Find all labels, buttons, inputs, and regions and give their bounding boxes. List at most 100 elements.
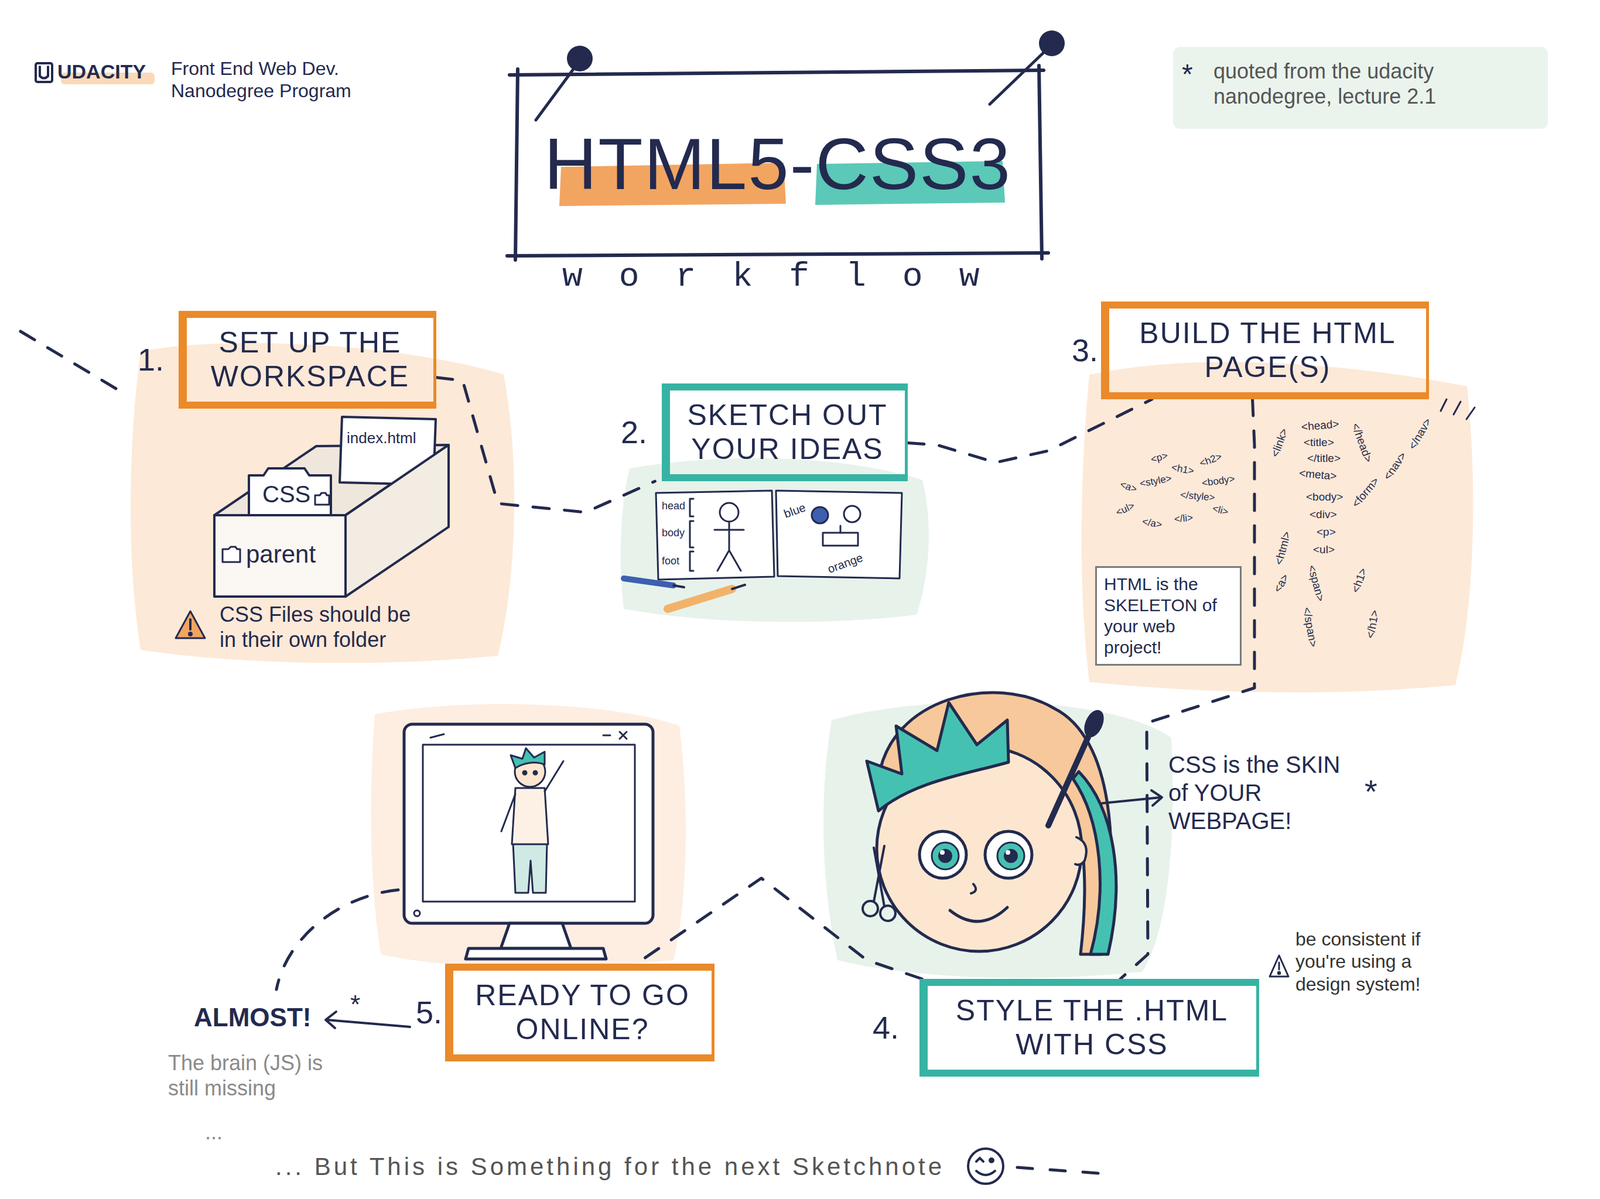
step-bracket: BUILD THE HTML PAGE(S) bbox=[1101, 301, 1429, 400]
stylist-head bbox=[866, 692, 1117, 955]
label-slot: </a> bbox=[1140, 515, 1163, 532]
smiley-face bbox=[968, 1149, 1004, 1185]
dashed-trail bbox=[276, 890, 399, 990]
wireframe-label: head bbox=[661, 500, 686, 514]
tip-note: be consistent if you're using a design s… bbox=[1295, 928, 1472, 996]
label-slot: <link> bbox=[1268, 426, 1292, 460]
skeleton-tag: <a> bbox=[1270, 572, 1292, 596]
color-note: orange bbox=[825, 550, 866, 577]
pin bbox=[1038, 30, 1065, 57]
label-slot: blue bbox=[781, 500, 808, 521]
workspace-box bbox=[315, 493, 330, 505]
step-number: 3. bbox=[1071, 333, 1102, 368]
label-slot: </nav> bbox=[1406, 416, 1435, 453]
pin bbox=[535, 64, 577, 121]
label-slot: </li> bbox=[1173, 512, 1194, 526]
asterisk: * bbox=[1364, 771, 1378, 812]
wireframe-card bbox=[839, 525, 842, 533]
stylist-head bbox=[971, 884, 976, 894]
label-slot: * bbox=[350, 989, 361, 1021]
step-heading: STYLE THE .HTML WITH CSS bbox=[938, 994, 1246, 1062]
step-heading: READY TO GO ONLINE? bbox=[463, 979, 702, 1047]
label-slot: foot bbox=[661, 555, 680, 569]
aside-note: The brain (JS) is still missing bbox=[168, 1050, 327, 1102]
label-slot: <html> bbox=[1272, 530, 1295, 567]
skeleton-tag: <html> bbox=[1272, 530, 1295, 567]
program-name: Front End Web Dev. Nanodegree Program bbox=[171, 57, 394, 103]
note-box: HTML is the SKELETON of your web project… bbox=[1095, 566, 1242, 666]
workspace-box bbox=[222, 546, 241, 563]
wireframe-label: foot bbox=[661, 555, 680, 569]
workspace-box bbox=[214, 416, 449, 597]
pencil bbox=[673, 585, 685, 588]
skeleton-tag: <title> bbox=[1303, 436, 1335, 450]
almost-arrow bbox=[325, 1012, 337, 1029]
step-heading: BUILD THE HTML PAGE(S) bbox=[1119, 316, 1416, 385]
label-slot: ... bbox=[204, 1119, 223, 1145]
label-slot: <style> bbox=[1139, 472, 1174, 491]
pencil bbox=[623, 578, 674, 586]
label-slot: <h1> bbox=[1170, 462, 1196, 478]
tip-icon bbox=[1269, 955, 1289, 977]
title-slot: HTML5-CSS3 bbox=[517, 73, 1038, 254]
title-frame bbox=[1038, 65, 1042, 259]
callout-note: ALMOST! bbox=[193, 1002, 311, 1034]
html-tag: <body> bbox=[1201, 473, 1236, 490]
pencil bbox=[623, 578, 745, 610]
scissors bbox=[880, 906, 896, 922]
step-heading: SKETCH OUT YOUR IDEAS bbox=[680, 398, 895, 467]
label-slot: <span> bbox=[1304, 563, 1327, 604]
color-wash bbox=[620, 458, 929, 623]
color-note: blue bbox=[781, 500, 808, 521]
screen-figure bbox=[510, 748, 545, 769]
tip-icon bbox=[1269, 955, 1289, 977]
html-tag: <style> bbox=[1139, 472, 1174, 491]
label-slot: <body> bbox=[1306, 490, 1343, 505]
skeleton-tag: <body> bbox=[1306, 490, 1343, 505]
label-slot: be consistent if you're using a design s… bbox=[1295, 928, 1472, 996]
title-text: HTML5-CSS3 bbox=[544, 127, 1012, 201]
asterisk: * bbox=[350, 989, 361, 1021]
monitor bbox=[500, 923, 572, 949]
label-slot: parent bbox=[245, 539, 316, 570]
asterisk: * bbox=[1181, 57, 1193, 92]
color-wash bbox=[60, 46, 1548, 979]
label-slot: Front End Web Dev. Nanodegree Program bbox=[171, 57, 394, 103]
screen-figure bbox=[511, 788, 549, 845]
monitor bbox=[430, 734, 444, 738]
wireframe-card bbox=[714, 521, 744, 572]
title-frame bbox=[507, 65, 1049, 261]
stylist-head bbox=[985, 831, 1032, 879]
html-tag: <p> bbox=[1149, 450, 1170, 467]
step-bracket: SET UP THE WORKSPACE bbox=[178, 310, 437, 409]
pin bbox=[989, 48, 1049, 105]
source-note: quoted from the udacity nanodegree, lect… bbox=[1213, 58, 1542, 109]
folder-name: parent bbox=[245, 539, 316, 570]
wireframe-card bbox=[775, 490, 902, 579]
file-name: index.html bbox=[346, 429, 417, 448]
stylist-head bbox=[1048, 732, 1091, 826]
step-bracket: READY TO GO ONLINE? bbox=[445, 963, 715, 1062]
label-slot: quoted from the udacity nanodegree, lect… bbox=[1213, 58, 1542, 109]
label-slot: <p> bbox=[1316, 525, 1336, 540]
brand-name: UDACITY bbox=[57, 59, 146, 84]
label-slot: </title> bbox=[1307, 452, 1341, 466]
dashed-connector bbox=[1120, 399, 1255, 980]
label-slot: index.html bbox=[346, 429, 417, 448]
label-slot: <p> bbox=[1149, 450, 1170, 467]
label-slot: <form> bbox=[1349, 474, 1383, 511]
wireframe-card bbox=[843, 506, 861, 523]
label-slot: <body> bbox=[1201, 473, 1236, 490]
almost-arrow bbox=[326, 1020, 410, 1028]
stylist-head bbox=[1005, 850, 1011, 856]
monitor bbox=[404, 724, 654, 924]
stylist-head bbox=[1072, 771, 1117, 955]
color-wash bbox=[1081, 361, 1474, 693]
label-slot: </style> bbox=[1179, 489, 1216, 505]
screen-figure bbox=[522, 771, 527, 775]
subtitle: workflow bbox=[562, 256, 1016, 298]
stylist-head bbox=[931, 842, 959, 870]
skeleton-tag: </title> bbox=[1307, 452, 1341, 466]
skeleton-tag: <p> bbox=[1316, 525, 1336, 540]
label-slot: * bbox=[1364, 771, 1378, 812]
